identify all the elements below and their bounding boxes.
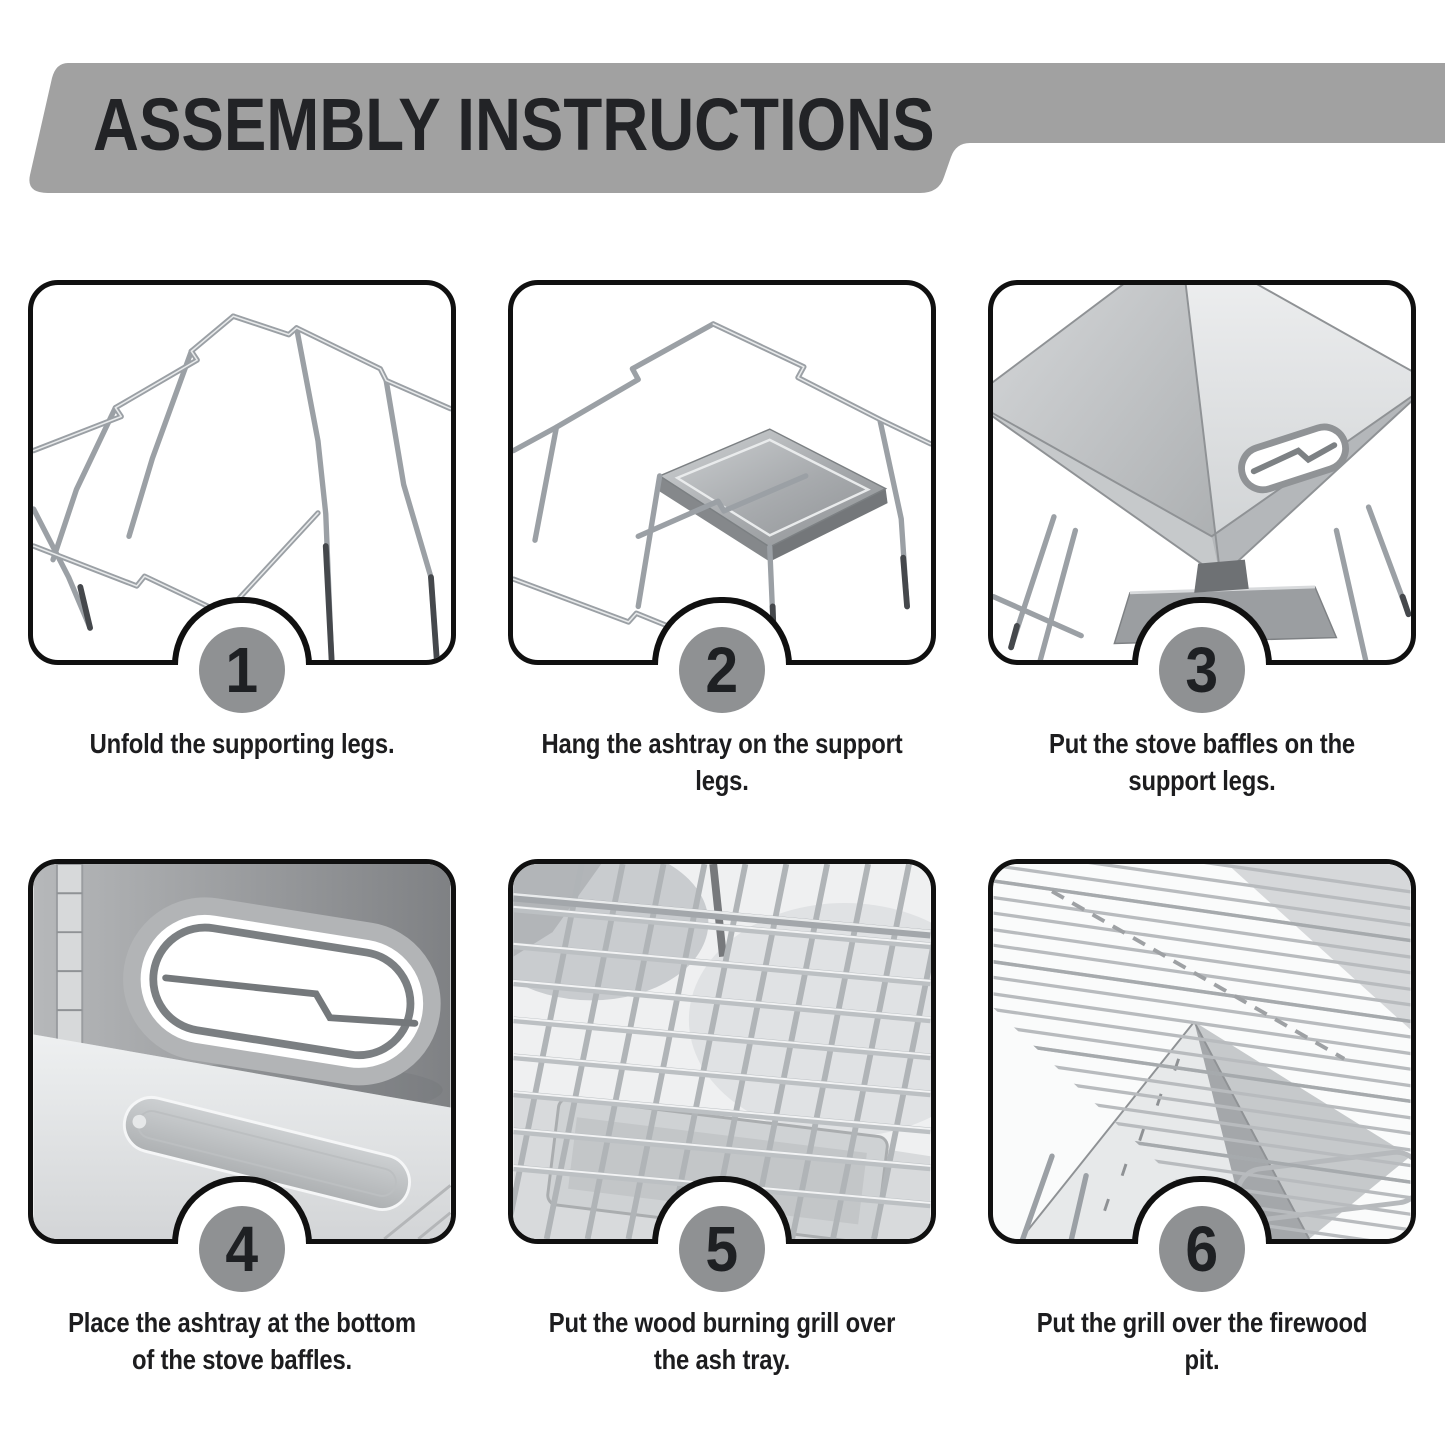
ashtray-hung-on-support-legs-illustration: [513, 321, 931, 660]
step-3-panel: 3: [988, 280, 1416, 713]
step-5-number-badge: 5: [679, 1206, 765, 1292]
step-2: 2 Hang the ashtray on the support legs.: [508, 280, 936, 805]
step-6-number: 6: [1185, 1213, 1219, 1285]
step-2-number: 2: [705, 634, 739, 706]
banner-shape: [29, 63, 1445, 193]
leg-dark-tips: [77, 543, 440, 660]
step-5: 5 Put the wood burning grill over the as…: [508, 859, 936, 1384]
legs: [1020, 1153, 1089, 1239]
handle-slot-closeup: [123, 897, 441, 1086]
leg-dark-tips: [1008, 593, 1411, 651]
step-6-caption: Put the grill over the firewood pit.: [1036, 1307, 1368, 1375]
step-3: 3 Put the stove baffles on the support l…: [988, 280, 1416, 805]
title-banner: [29, 63, 1445, 193]
ashtray-tray: [658, 428, 888, 562]
step-5-number: 5: [705, 1213, 739, 1285]
step-1-caption: Unfold the supporting legs.: [89, 728, 395, 759]
step-4-number: 4: [225, 1213, 259, 1285]
step-2-panel: 2: [508, 280, 936, 713]
steps-grid: 1 Unfold the supporting legs.: [28, 280, 1416, 1384]
wire-highlights: [33, 315, 451, 615]
step-5-panel: 5: [508, 859, 936, 1292]
step-1-number-badge: 1: [199, 627, 285, 713]
step-4-panel: 4: [28, 859, 456, 1292]
stove-baffles-on-support-legs-illustration: [993, 285, 1411, 660]
step-4: 4 Place the ashtray at the bottom of the…: [28, 859, 456, 1384]
page-title: ASSEMBLY INSTRUCTIONS: [93, 83, 935, 166]
step-2-caption: Hang the ashtray on the support legs.: [541, 728, 903, 796]
hinge-strip: [55, 864, 84, 1075]
frame-bar-highlight: [513, 892, 931, 933]
step-1-panel: 1: [28, 280, 456, 713]
step-4-photo-frame: [28, 859, 456, 1244]
step-3-caption: Put the stove baffles on the support leg…: [1049, 728, 1355, 796]
leg-dark-tips: [769, 554, 910, 660]
step-1-number: 1: [225, 634, 259, 706]
support-legs: [993, 504, 1411, 660]
stove-baffle-funnel: [993, 285, 1411, 579]
baffle-handle-slot: [1238, 423, 1349, 494]
step-4-caption: Place the ashtray at the bottom of the s…: [68, 1307, 416, 1375]
step-6-number-badge: 6: [1159, 1206, 1245, 1292]
step-6: 6 Put the grill over the firewood pit.: [988, 859, 1416, 1384]
step-3-number: 3: [1185, 634, 1219, 706]
step-6-panel: 6: [988, 859, 1416, 1292]
hinge-ticks: [1103, 1058, 1181, 1212]
step-3-number-badge: 3: [1159, 627, 1245, 713]
step-5-caption: Put the wood burning grill over the ash …: [548, 1307, 896, 1375]
step-2-number-badge: 2: [679, 627, 765, 713]
step-1: 1 Unfold the supporting legs.: [28, 280, 456, 805]
dark-wire: [709, 864, 727, 957]
unfolded-wire-support-legs-illustration: [33, 313, 451, 660]
ashtray-at-bottom-of-baffles-illustration: [33, 864, 451, 1239]
corner-seams: [383, 1184, 451, 1239]
wood-burning-grill-illustration: [513, 864, 931, 1239]
step-4-number-badge: 4: [199, 1206, 285, 1292]
grill-frame-bar: [513, 892, 931, 939]
